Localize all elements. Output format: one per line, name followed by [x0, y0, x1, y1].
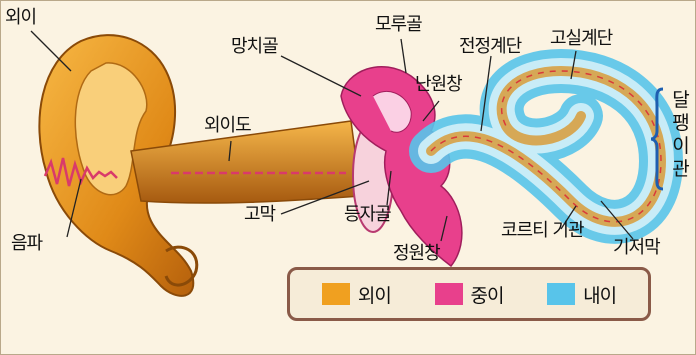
legend: 외이 중이 내이 [287, 267, 651, 321]
legend-label: 외이 [358, 281, 391, 308]
label-outer-ear: 외이 [5, 9, 36, 27]
label-organ-of-corti: 코르티 기관 [501, 222, 584, 240]
label-stapes: 등자골 [344, 206, 391, 224]
label-sound-wave: 음파 [11, 235, 42, 253]
legend-swatch [322, 283, 350, 305]
cochlea-char: 이 [669, 135, 693, 158]
cochlea-char: 팽 [669, 112, 693, 135]
label-eardrum: 고막 [244, 206, 275, 224]
label-scala-vestibuli: 전정계단 [459, 38, 521, 56]
cochlea-char: 관 [669, 158, 693, 181]
legend-item-inner-ear: 내이 [547, 281, 616, 308]
label-basilar-membrane: 기저막 [613, 239, 660, 257]
label-scala-tympani: 고실계단 [550, 30, 612, 48]
label-cochlea: 달 팽 이 관 [669, 89, 693, 181]
label-malleus: 망치골 [231, 38, 278, 56]
cochlea-brace [651, 87, 667, 191]
legend-label: 중이 [471, 281, 504, 308]
label-round-window: 정원창 [393, 245, 440, 263]
label-ear-canal: 외이도 [204, 117, 251, 135]
legend-swatch [547, 283, 575, 305]
label-incus: 모루골 [375, 16, 422, 34]
legend-item-outer-ear: 외이 [322, 281, 391, 308]
label-oval-window: 난원창 [415, 76, 462, 94]
legend-swatch [435, 283, 463, 305]
legend-item-middle-ear: 중이 [435, 281, 504, 308]
legend-label: 내이 [583, 281, 616, 308]
cochlea-char: 달 [669, 89, 693, 112]
